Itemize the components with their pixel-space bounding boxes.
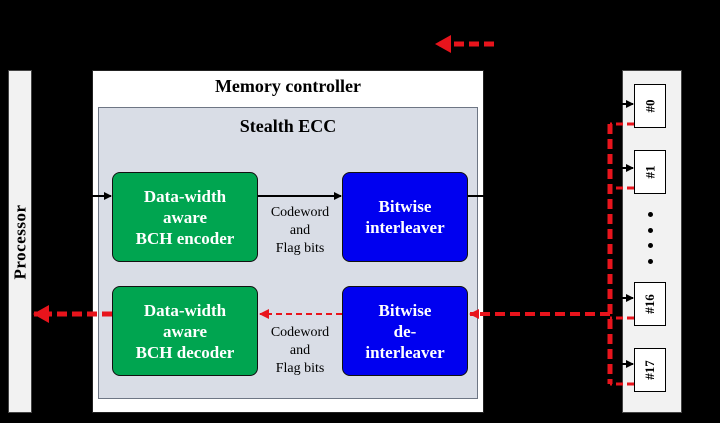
bch-decoder-block: Data-width aware BCH decoder	[112, 286, 258, 376]
bch-encoder-block: Data-width aware BCH encoder	[112, 172, 258, 262]
chip-ellipsis	[638, 212, 662, 264]
interleaver-line-1: Bitwise	[378, 197, 432, 216]
codeword-label-bottom: Codeword and Flag bits	[260, 324, 340, 378]
memory-controller-title: Memory controller	[214, 76, 362, 96]
bitwise-interleaver-block: Bitwise interleaver	[342, 172, 468, 262]
decoder-line-2: aware	[162, 321, 208, 341]
decoder-line-1: Data-width	[143, 300, 227, 320]
codeword-bottom-line-1: Codeword	[270, 325, 330, 340]
processor-bar	[8, 70, 32, 413]
interleaver-line-2: interleaver	[365, 218, 445, 237]
deinterleaver-line-3: interleaver	[365, 342, 445, 362]
ellipsis-dot	[647, 258, 653, 264]
dram-chip-0: #0	[634, 84, 666, 128]
codeword-top-line-2: and	[289, 223, 311, 238]
codeword-bottom-line-2: and	[289, 343, 311, 358]
codeword-bottom-line-3: Flag bits	[275, 361, 325, 376]
bitwise-deinterleaver-block: Bitwise de- interleaver	[342, 286, 468, 376]
dram-chip-1: #1	[634, 150, 666, 194]
deinterleaver-line-2: de-	[393, 321, 417, 341]
encoder-line-1: Data-width	[143, 186, 227, 206]
dram-chip-17: #17	[634, 348, 666, 392]
codeword-top-line-3: Flag bits	[275, 241, 325, 256]
encoder-line-2: aware	[162, 207, 208, 227]
codeword-label-top: Codeword and Flag bits	[260, 204, 340, 258]
encoder-line-3: BCH encoder	[135, 228, 235, 248]
codeword-top-line-1: Codeword	[270, 205, 330, 220]
ellipsis-dot	[647, 212, 653, 217]
dram-chip-16: #16	[634, 282, 666, 326]
stealth-ecc-title: Stealth ECC	[239, 116, 337, 136]
decoder-line-3: BCH decoder	[135, 342, 235, 362]
ellipsis-dot	[647, 243, 653, 249]
deinterleaver-line-1: Bitwise	[378, 300, 432, 320]
ellipsis-dot	[647, 227, 653, 233]
